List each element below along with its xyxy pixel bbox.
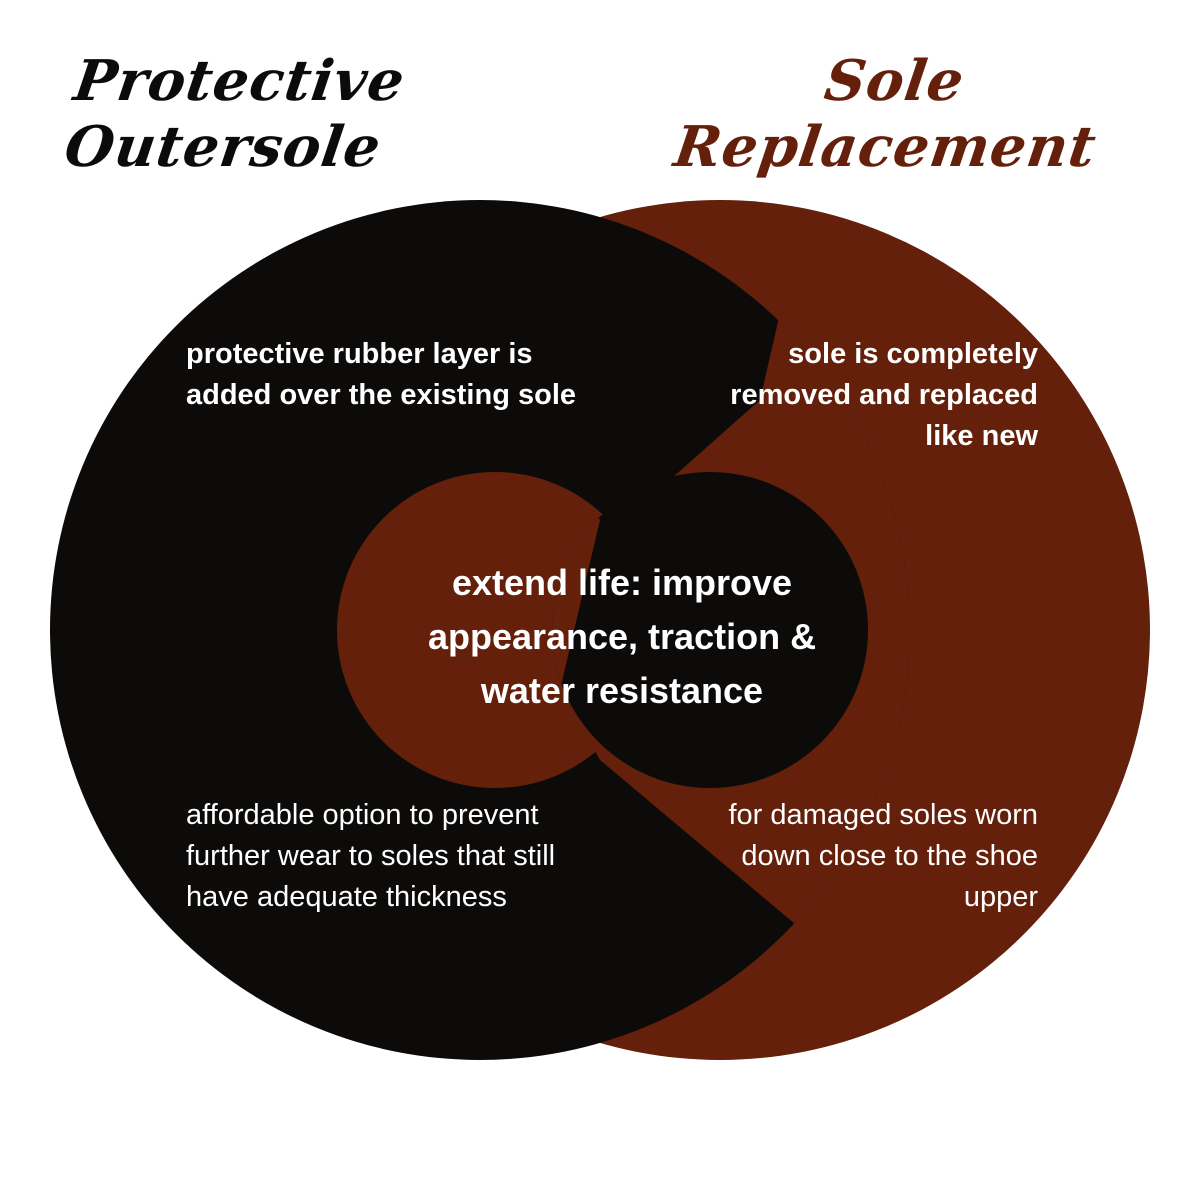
center-line-1: extend life: improve <box>451 562 793 603</box>
right-top-line-2: removed and replaced <box>730 379 1038 411</box>
protective-outersole-heading: Protective Outersole <box>61 48 409 180</box>
right-bottom-line-2: down close to the shoe <box>741 840 1038 872</box>
right-bottom-line-3: upper <box>963 881 1038 913</box>
sole-replacement-heading: Sole Replacement <box>631 48 1150 180</box>
right-top-line-1: sole is completely <box>788 338 1038 370</box>
heading-left-line-1: Protective <box>70 48 410 114</box>
heading-right-line-1: Sole <box>820 48 969 114</box>
right-top-line-3: like new <box>925 420 1038 452</box>
left-top-line-1: protective rubber layer is <box>186 338 533 370</box>
left-bottom-line-3: have adequate thickness <box>186 881 507 913</box>
center-line-3: water resistance <box>480 670 764 711</box>
protective-outersole-description: protective rubber layer is added over th… <box>186 334 576 416</box>
left-bottom-line-1: affordable option to prevent <box>186 799 539 831</box>
heading-left-line-2: Outersole <box>60 114 386 180</box>
sole-replacement-description: sole is completely removed and replaced … <box>730 334 1038 457</box>
overlap-inner-circle-right <box>552 472 868 788</box>
center-line-2: appearance, traction & <box>427 616 817 657</box>
sole-replacement-use-case: for damaged soles worn down close to the… <box>729 795 1039 918</box>
right-bottom-line-1: for damaged soles worn <box>728 799 1039 831</box>
left-top-line-2: added over the existing sole <box>186 379 576 411</box>
heading-right-line-2: Replacement <box>670 114 1101 180</box>
protective-outersole-use-case: affordable option to prevent further wea… <box>186 795 555 918</box>
shared-benefit-text: extend life: improve appearance, tractio… <box>372 556 872 718</box>
left-bottom-line-2: further wear to soles that still <box>186 840 556 872</box>
